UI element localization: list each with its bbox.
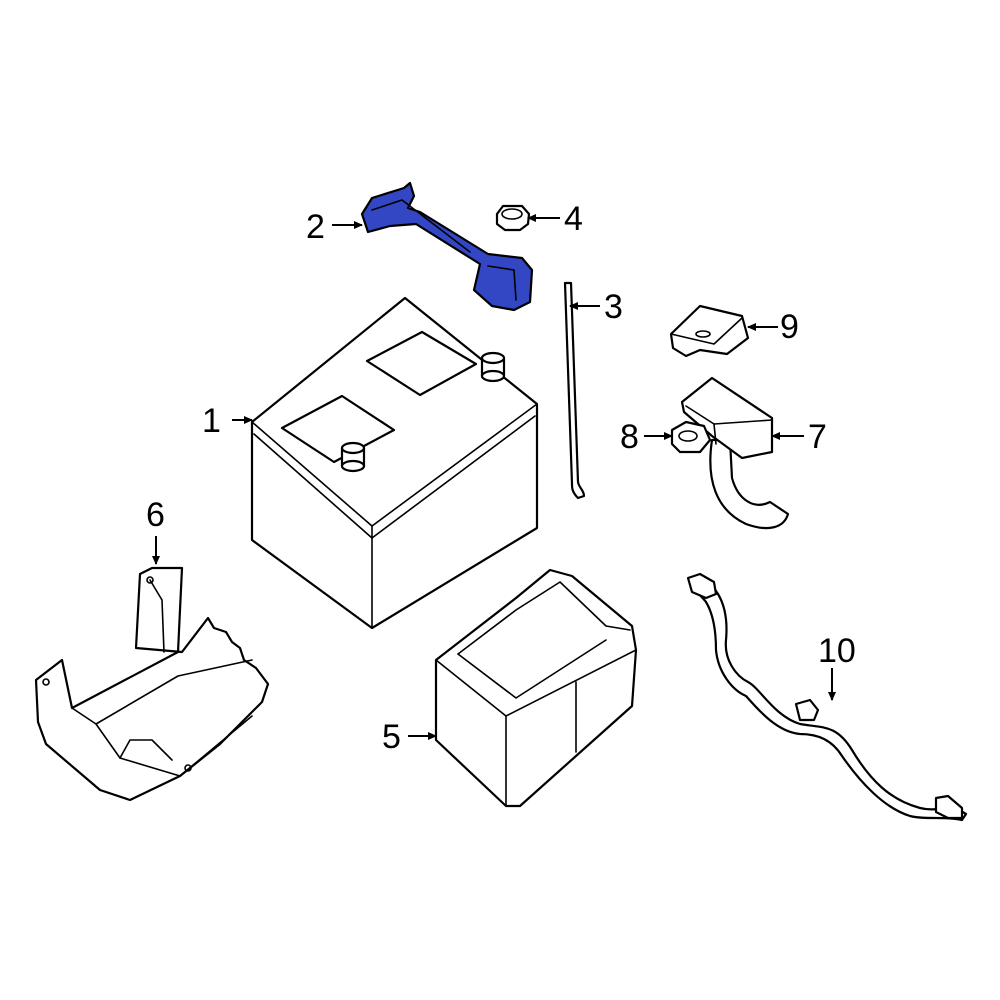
callout-hold-down-rod: 3 <box>604 288 623 326</box>
callout-hold-down-clamp: 2 <box>306 208 325 246</box>
callout-terminal-cover: 7 <box>808 418 827 456</box>
callout-nut: 4 <box>564 200 583 238</box>
callout-battery-tray: 6 <box>146 496 165 534</box>
nut-part <box>495 204 531 232</box>
callout-fuse-cover: 9 <box>780 308 799 346</box>
leader-lines <box>152 214 836 740</box>
battery-case-part <box>434 568 638 808</box>
battery-tray-part <box>34 566 270 802</box>
hold-down-rod-part <box>563 281 586 500</box>
callout-labels: 1 2 3 4 5 6 7 8 9 10 <box>146 200 856 756</box>
terminal-cover-part <box>680 376 790 530</box>
hold-down-clamp-part <box>360 181 534 312</box>
fuse-cover-part <box>669 304 750 358</box>
callout-terminal-clamp: 8 <box>620 418 639 456</box>
battery-terminal-rear <box>480 351 506 383</box>
ground-cable-part <box>686 572 968 822</box>
battery-terminal-front <box>340 441 366 473</box>
terminal-clamp-part <box>670 420 712 454</box>
callout-ground-cable: 10 <box>818 632 856 670</box>
callout-battery-case: 5 <box>382 718 401 756</box>
callout-battery: 1 <box>202 402 221 440</box>
battery-part <box>250 296 539 630</box>
